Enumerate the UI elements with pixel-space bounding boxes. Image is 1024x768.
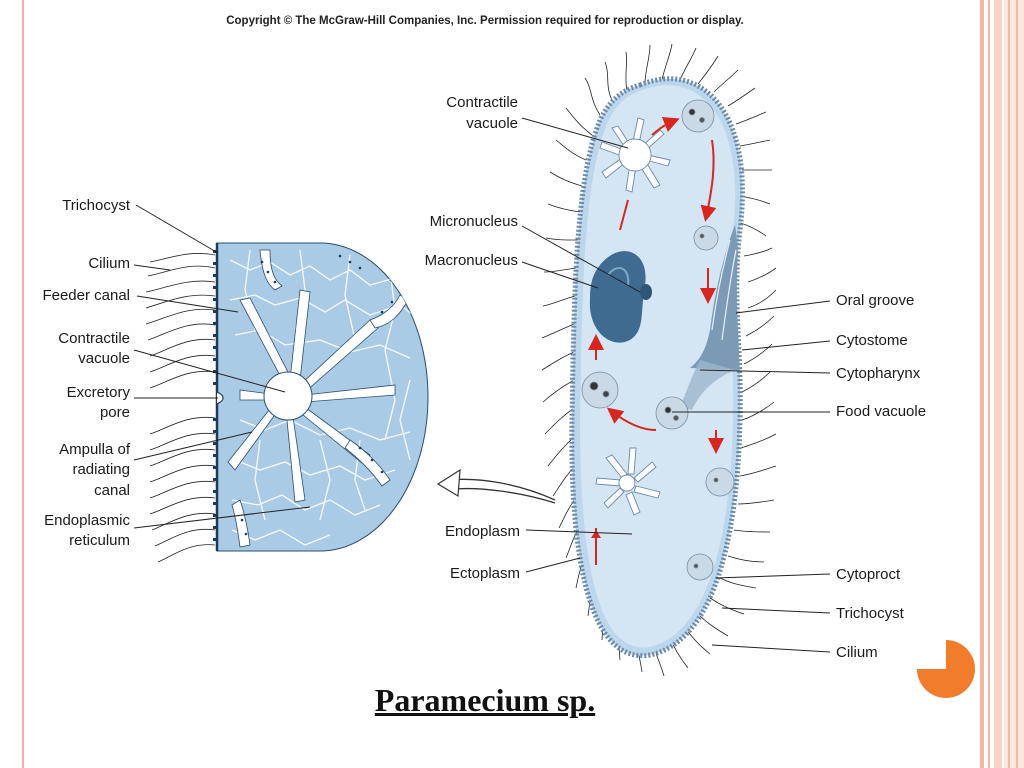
- label-cytostome: Cytostome: [836, 332, 908, 349]
- label-trichocyst-left: Trichocyst: [62, 197, 130, 214]
- label-excretory-pore-1: Excretory: [66, 384, 130, 401]
- label-endoplasm: Endoplasm: [444, 523, 520, 540]
- label-ampulla-2: radiating: [72, 461, 130, 478]
- label-ampulla-1: Ampulla of: [59, 441, 130, 458]
- label-trichocyst-right: Trichocyst: [836, 605, 904, 622]
- label-contractile-vacuole-center-2: vacuole: [466, 115, 518, 132]
- label-excretory-pore-2: pore: [99, 404, 130, 421]
- label-macronucleus: Macronucleus: [424, 252, 518, 269]
- copyright-notice: Copyright © The McGraw-Hill Companies, I…: [226, 15, 744, 27]
- label-cytoproct: Cytoproct: [836, 566, 901, 583]
- right-border: [980, 0, 1024, 768]
- label-oral-groove: Oral groove: [836, 292, 915, 309]
- label-food-vacuole: Food vacuole: [836, 403, 927, 420]
- label-er-2: reticulum: [69, 532, 130, 549]
- left-leader-lines: [133, 204, 311, 529]
- label-micronucleus: Micronucleus: [429, 213, 518, 230]
- label-ampulla-3: canal: [94, 482, 130, 499]
- label-er-1: Endoplasmic: [44, 512, 130, 529]
- label-cilium-right: Cilium: [836, 644, 878, 661]
- right-leader-lines: [521, 117, 831, 653]
- label-feeder-canal: Feeder canal: [42, 287, 130, 304]
- orange-circle-decoration: [917, 640, 975, 698]
- pointer-arrow: [436, 468, 461, 498]
- paramecium-body: [541, 43, 777, 677]
- slide-title: Paramecium sp.: [374, 682, 596, 718]
- label-cilium-left: Cilium: [88, 255, 130, 272]
- contractile-vacuole-detail: [145, 242, 429, 563]
- label-contractile-vacuole-left-2: vacuole: [78, 350, 130, 367]
- label-ectoplasm: Ectoplasm: [449, 565, 520, 582]
- label-contractile-vacuole-center-1: Contractile: [446, 94, 518, 111]
- label-contractile-vacuole-left-1: Contractile: [58, 330, 130, 347]
- label-cytopharynx: Cytopharynx: [836, 365, 921, 382]
- left-border-line: [22, 0, 24, 768]
